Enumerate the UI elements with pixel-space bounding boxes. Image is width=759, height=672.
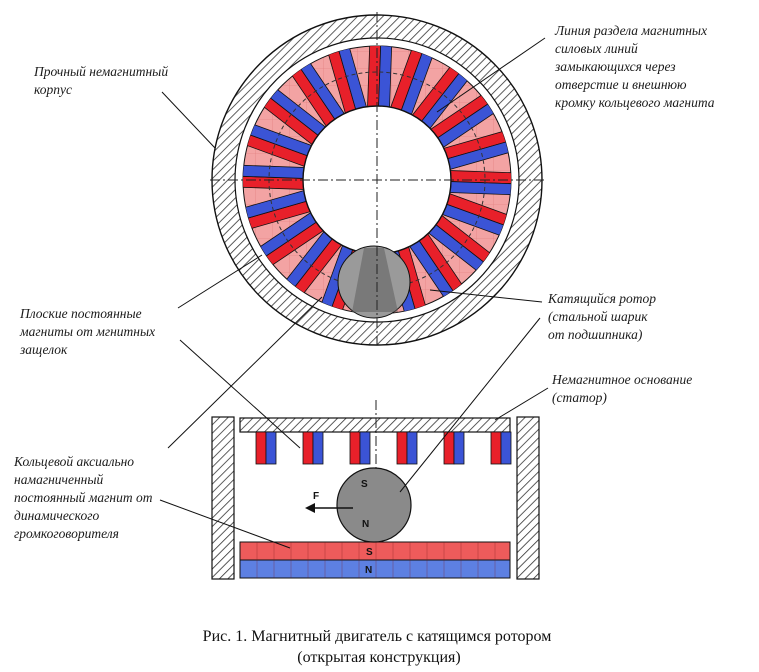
label-flat-magnets: Плоские постоянные магниты от мгнитных з… [19, 306, 159, 357]
label-flat-magnets-line-1: Плоские постоянные [19, 306, 142, 321]
flat-magnet-pair [442, 169, 511, 196]
leader-rotor-side [399, 317, 541, 493]
label-separation-line-3: замыкающихся через [554, 59, 676, 74]
leader-ring-top [167, 296, 323, 449]
label-housing: Прочный немагнитный корпус [33, 64, 171, 97]
force-arrowhead [305, 503, 315, 513]
label-rolling-rotor-line-2: (стальной шарик [548, 309, 648, 324]
side-magnet-red [396, 431, 408, 465]
stator-plate [239, 417, 511, 433]
side-magnet-blue [406, 431, 418, 465]
label-separation-line-1: Линия раздела магнитных [554, 23, 707, 38]
side-magnet-red [490, 431, 502, 465]
leader-lines [159, 37, 549, 549]
label-rolling-rotor: Катящийся ротор (стальной шарик от подши… [547, 291, 659, 342]
label-separation-line-4: отверстие и внешнюю [555, 77, 687, 92]
ring-magnet-grid [256, 542, 496, 578]
label-ring-magnet-line-1: Кольцевой аксиально [13, 454, 134, 469]
housing-wall-right [516, 416, 540, 580]
label-ring-magnet-line-2: намагниченный [14, 472, 103, 487]
label-ring-magnet-line-3: постоянный магнит от [14, 490, 153, 505]
leader-rotor-top [429, 289, 543, 303]
side-magnet-blue [359, 431, 371, 465]
side-magnet-red [349, 431, 361, 465]
flat-magnet-pair [366, 45, 393, 115]
side-magnet-red [302, 431, 314, 465]
leader-housing [161, 91, 216, 149]
label-separation-line: Линия раздела магнитных силовых линий за… [554, 23, 715, 110]
label-stator-line-1: Немагнитное основание [551, 372, 692, 387]
rolling-ball-shadow [352, 248, 398, 312]
rolling-ball-side [336, 467, 412, 543]
leader-separation [436, 37, 546, 113]
ring-south-label: S [366, 547, 373, 558]
label-housing-line-2: корпус [34, 82, 72, 97]
leader-flat-magnets-top [177, 254, 263, 309]
label-ring-magnet-line-4: динамического [14, 508, 99, 523]
label-stator-line-2: (статор) [552, 390, 607, 405]
leader-flat-magnets-side [179, 339, 301, 449]
side-magnet-blue [265, 431, 277, 465]
side-magnet-blue [500, 431, 512, 465]
ring-north-label: N [365, 565, 372, 576]
flat-magnet-pair [242, 164, 312, 191]
ring-magnet-north-layer [239, 559, 511, 579]
figure-caption-line-2: (открытая конструкция) [297, 649, 460, 666]
label-ring-magnet: Кольцевой аксиально намагниченный постоя… [13, 454, 156, 541]
magnet-bar-blue [377, 45, 393, 115]
label-flat-magnets-line-3: защелок [19, 342, 68, 357]
magnet-bar-blue [242, 164, 312, 180]
figure-caption: Рис. 1. Магнитный двигатель с катящимся … [203, 628, 556, 666]
label-ring-magnet-line-5: громкоговорителя [14, 526, 119, 541]
ball-south-label: S [361, 479, 368, 490]
side-magnet-blue [312, 431, 324, 465]
figure-caption-line-1: Рис. 1. Магнитный двигатель с катящимся … [203, 628, 552, 645]
leader-stator [494, 387, 549, 421]
label-rolling-rotor-line-1: Катящийся ротор [547, 291, 656, 306]
leader-ring-side [159, 499, 291, 549]
label-rolling-rotor-line-3: от подшипника) [548, 327, 643, 342]
side-magnet-red [443, 431, 455, 465]
label-housing-line-1: Прочный немагнитный [33, 64, 168, 79]
side-magnet-red [255, 431, 267, 465]
ball-north-label: N [362, 519, 369, 530]
side-magnet-blue [453, 431, 465, 465]
force-label: F [313, 491, 319, 502]
top-view [210, 12, 545, 346]
side-view: S N S N F [211, 400, 540, 580]
label-flat-magnets-line-2: магниты от мгнитных [19, 324, 155, 339]
label-separation-line-2: силовых линий [555, 41, 638, 56]
label-separation-line-5: кромку кольцевого магнита [555, 95, 715, 110]
label-stator: Немагнитное основание (статор) [551, 372, 696, 405]
flat-magnets-side [255, 431, 512, 465]
housing-wall-left [211, 416, 235, 580]
magnet-bar-blue [442, 180, 511, 196]
